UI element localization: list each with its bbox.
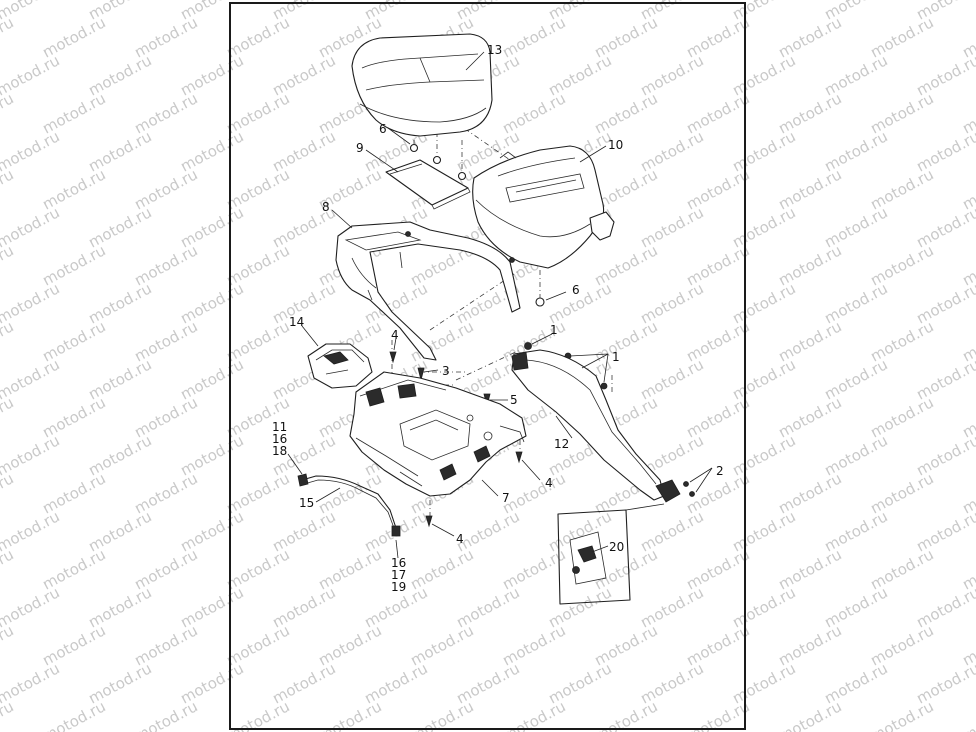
callout-10: 10 bbox=[608, 138, 623, 152]
callout-19: 19 bbox=[391, 580, 406, 594]
leader-lines bbox=[287, 51, 713, 559]
diagram-frame bbox=[229, 2, 746, 730]
callout-6-lower: 6 bbox=[572, 283, 580, 297]
backrest-plate bbox=[385, 159, 471, 210]
wire-harness bbox=[297, 473, 401, 537]
callout-16: 16 bbox=[272, 432, 287, 446]
nut-lower bbox=[535, 297, 545, 307]
callout-5: 5 bbox=[510, 393, 518, 407]
callout-20: 20 bbox=[609, 540, 624, 554]
callout-14: 14 bbox=[289, 315, 304, 329]
callout-4-mid: 4 bbox=[545, 476, 553, 490]
tail-light bbox=[307, 343, 373, 389]
callout-11: 11 bbox=[272, 420, 287, 434]
seat-pad bbox=[351, 33, 493, 181]
callout-labels: 13 6 9 10 8 6 14 4 1 1 3 5 11 16 18 12 2… bbox=[272, 43, 724, 594]
side-rail-cover bbox=[511, 349, 695, 503]
callout-16-bottom: 16 bbox=[391, 556, 406, 570]
top-trunk-cover bbox=[472, 145, 615, 269]
mounting-bracket bbox=[349, 371, 527, 497]
callout-2: 2 bbox=[716, 464, 724, 478]
callout-18: 18 bbox=[272, 444, 287, 458]
connector-detail bbox=[557, 503, 665, 605]
callout-4-low: 4 bbox=[456, 532, 464, 546]
callout-1: 1 bbox=[550, 323, 558, 337]
callout-1-right: 1 bbox=[612, 350, 620, 364]
callout-6: 6 bbox=[379, 122, 387, 136]
callout-15: 15 bbox=[299, 496, 314, 510]
callout-3: 3 bbox=[442, 364, 450, 378]
callout-4: 4 bbox=[391, 328, 399, 342]
callout-9: 9 bbox=[356, 141, 364, 155]
callout-7: 7 bbox=[502, 491, 510, 505]
callout-17: 17 bbox=[391, 568, 406, 582]
callout-12: 12 bbox=[554, 437, 569, 451]
callout-8: 8 bbox=[322, 200, 330, 214]
callout-13: 13 bbox=[487, 43, 502, 57]
luggage-rack bbox=[335, 221, 521, 361]
